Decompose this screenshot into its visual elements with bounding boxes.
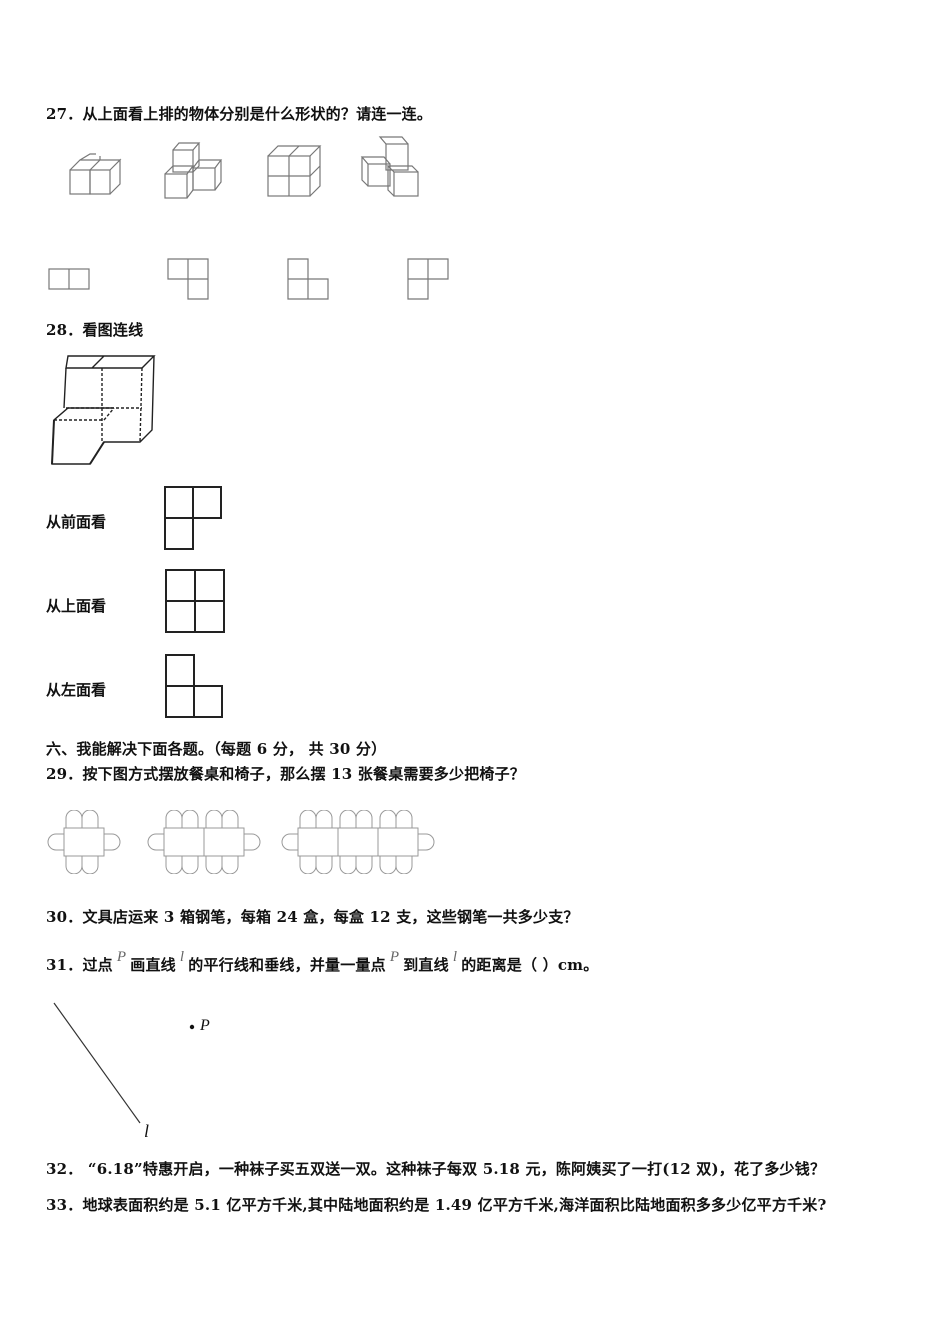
question-28-text: 28．看图连线	[46, 321, 144, 339]
question-32-text: 32． “6.18”特惠开启，一种袜子买五双送一双。这种袜子每双 5.18 元，…	[46, 1160, 826, 1178]
point-p-label: P	[200, 1017, 210, 1034]
view-label-front: 从前面看	[46, 513, 107, 531]
view-label-top: 从上面看	[46, 597, 107, 615]
q31-prefix: 31．过点	[46, 956, 113, 974]
tables-chairs-figure	[44, 810, 444, 874]
q31-mid3: 到直线	[403, 956, 449, 974]
top-view-1	[48, 268, 92, 292]
front-view-shape	[163, 485, 225, 551]
q31-mid1: 画直线	[130, 956, 176, 974]
cube-solid-c	[264, 142, 324, 200]
q31-point-p2: P	[389, 949, 400, 965]
top-view-shape	[164, 568, 228, 634]
question-33-text: 33．地球表面积约是 5.1 亿平方千米,其中陆地面积约是 1.49 亿平方千米…	[46, 1196, 827, 1214]
cube-solid-a	[66, 152, 126, 198]
line-l-label: l	[144, 1121, 150, 1141]
q31-mid2: 的平行线和垂线，并量一量点	[188, 956, 386, 974]
q31-line-l2: l	[452, 949, 458, 965]
question-29-text: 29．按下图方式摆放餐桌和椅子，那么摆 13 张餐桌需要多少把椅子？	[46, 765, 525, 783]
question-30-text: 30．文具店运来 3 箱钢笔，每箱 24 盒，每盒 12 支，这些钢笔一共多少支…	[46, 908, 579, 926]
view-label-left: 从左面看	[46, 681, 107, 699]
top-view-2	[166, 257, 212, 301]
section-6-heading: 六、我能解决下面各题。（每题 6 分， 共 30 分）	[46, 740, 387, 758]
q31-line-l: l	[179, 949, 185, 965]
cube-solid-b	[161, 140, 227, 202]
top-view-3	[286, 257, 332, 301]
cube-solid-d	[358, 134, 424, 198]
stacked-cubes-figure	[44, 352, 156, 468]
question-27-text: 27．从上面看上排的物体分别是什么形状的？请连一连。	[46, 105, 433, 123]
q31-point-p: P	[116, 949, 127, 965]
left-view-shape	[164, 653, 226, 721]
point-line-figure: P l	[40, 995, 240, 1145]
top-view-4	[406, 257, 452, 301]
q31-suffix: 的距离是（ ）cm。	[461, 956, 599, 974]
